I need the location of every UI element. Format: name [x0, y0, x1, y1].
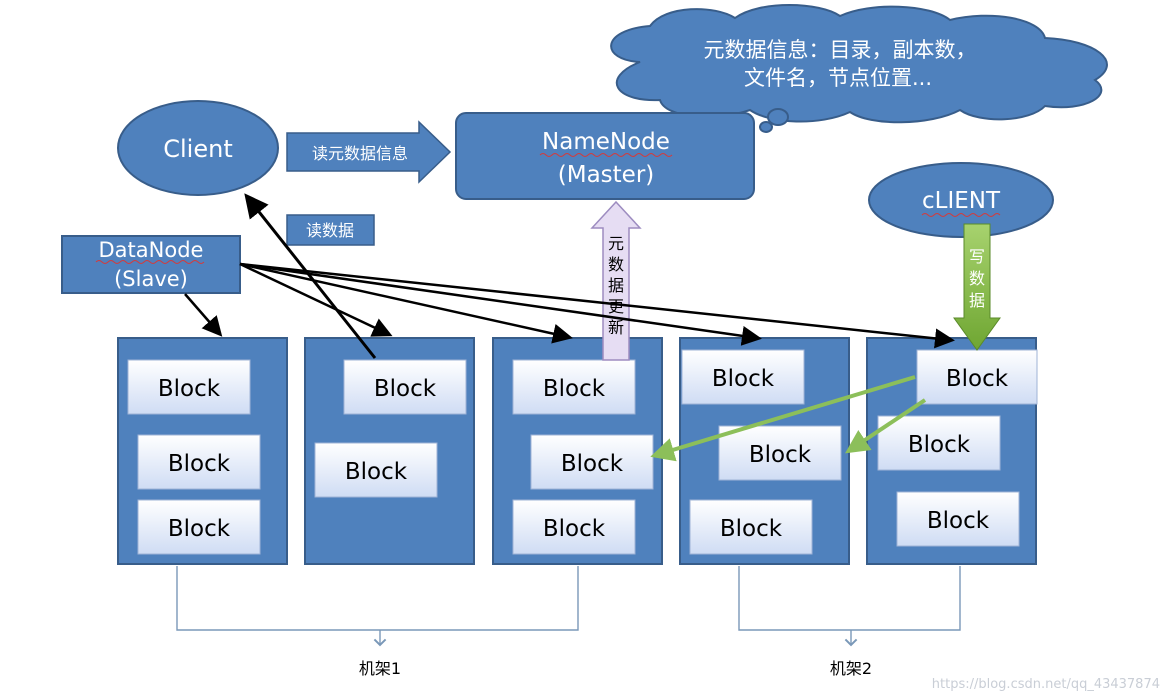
client-node: Client — [117, 100, 279, 196]
read-data-label-box: 读数据 — [286, 214, 375, 246]
read-data-arrow — [244, 193, 377, 359]
watermark: https://blog.csdn.net/qq_43437874 — [932, 677, 1160, 692]
metadata-update-char-3: 据 — [608, 276, 624, 295]
write-data-char-1: 写 — [969, 247, 985, 266]
read-metadata-arrow: 读元数据信息 — [286, 120, 452, 184]
datanode-arrow-col4 — [239, 262, 762, 346]
write-data-arrow: 写 数 据 — [953, 223, 1001, 351]
datanode-arrow-col5 — [239, 262, 955, 349]
write-client-label: cLIENT — [922, 188, 1001, 214]
block: Block — [916, 349, 1038, 405]
block: Block — [314, 442, 438, 498]
datanode-box: DataNode (Slave) — [61, 235, 241, 294]
rack-bracket-1 — [176, 566, 579, 647]
block-label: Block — [374, 376, 437, 402]
block: Block — [689, 499, 813, 555]
block-label: Block — [720, 516, 783, 542]
block: Block — [137, 499, 261, 555]
rack-1-label: 机架1 — [359, 659, 401, 678]
block-label: Block — [927, 508, 990, 534]
block-label: Block — [561, 451, 624, 477]
block-label: Block — [168, 516, 231, 542]
datanode-arrow-col3 — [239, 262, 573, 344]
datanode-arrow-col1 — [184, 293, 223, 337]
block: Block — [512, 499, 636, 555]
block-label: Block — [946, 366, 1009, 392]
block-label: Block — [345, 459, 408, 485]
block: Block — [681, 349, 805, 405]
block-label: Block — [712, 366, 775, 392]
block-label: Block — [908, 432, 971, 458]
metadata-update-char-2: 数 — [608, 255, 624, 274]
client-label: Client — [163, 135, 232, 163]
block-label: Block — [749, 442, 812, 468]
block: Block — [877, 415, 1001, 471]
block: Block — [530, 434, 654, 490]
read-data-label: 读数据 — [306, 221, 354, 240]
replication-arrow-2 — [845, 398, 927, 454]
metadata-cloud: 元数据信息：目录，副本数， 文件名，节点位置... — [610, 4, 1108, 133]
namenode-subtitle: (Master) — [558, 162, 655, 188]
datanode-arrow-col2 — [239, 262, 393, 337]
metadata-update-char-5: 新 — [608, 318, 624, 337]
block-label: Block — [543, 516, 606, 542]
namenode-title: NameNode — [542, 129, 670, 155]
metadata-update-arrow: 元 数 据 更 新 — [590, 200, 642, 361]
datanode-subtitle: (Slave) — [114, 267, 188, 291]
block: Block — [896, 491, 1020, 547]
datanode-title: DataNode — [99, 238, 204, 262]
block: Block — [343, 359, 467, 415]
block: Block — [718, 425, 842, 481]
block: Block — [127, 359, 251, 415]
namenode-box: NameNode (Master) — [455, 112, 755, 200]
block-label: Block — [168, 451, 231, 477]
cloud-text-line-1: 元数据信息：目录，副本数， — [704, 38, 977, 62]
block-label: Block — [158, 376, 221, 402]
rack-2-label: 机架2 — [830, 659, 872, 678]
replication-arrows — [650, 375, 927, 462]
write-client-node: cLIENT — [868, 162, 1054, 238]
metadata-update-char-4: 更 — [608, 297, 624, 316]
block: Block — [512, 359, 636, 415]
write-data-char-2: 数 — [969, 269, 985, 288]
write-data-char-3: 据 — [969, 291, 985, 310]
read-metadata-label: 读元数据信息 — [312, 144, 408, 163]
replication-arrow-1 — [650, 375, 916, 462]
block-label: Block — [543, 376, 606, 402]
metadata-update-char-1: 元 — [608, 234, 624, 253]
block: Block — [137, 434, 261, 490]
cloud-text-line-2: 文件名，节点位置... — [744, 66, 932, 90]
rack-bracket-2 — [738, 566, 961, 647]
datanode-connections — [184, 193, 955, 359]
